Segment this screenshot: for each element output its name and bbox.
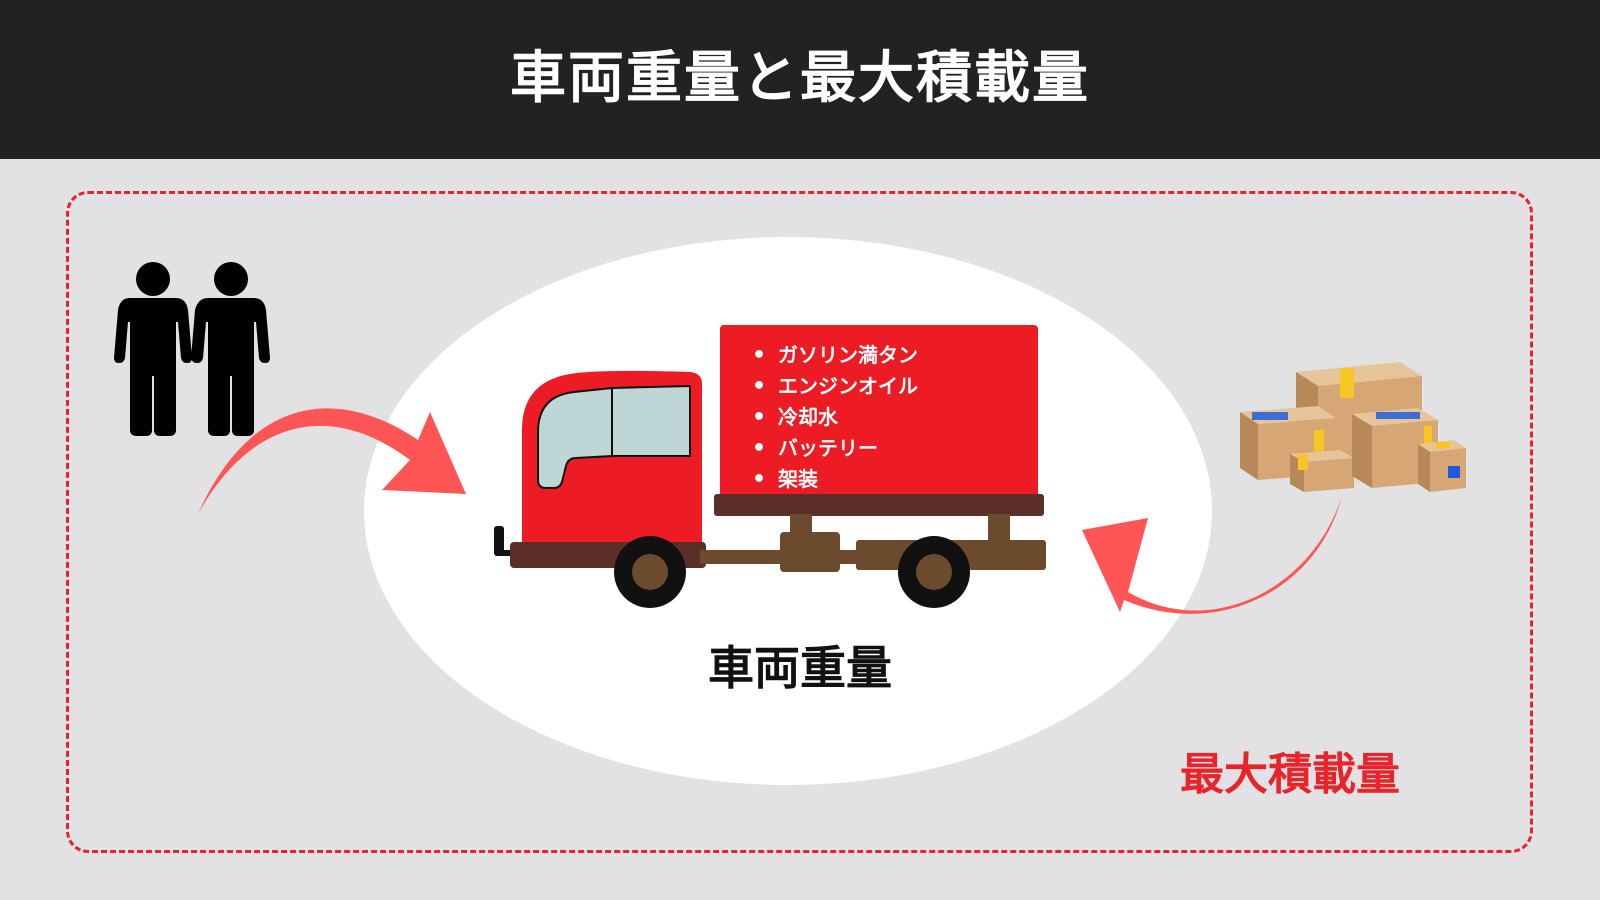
two-people-icon	[114, 262, 270, 436]
header-bar: 車両重量と最大積載量	[0, 0, 1600, 159]
cardboard-boxes-icon	[1240, 362, 1466, 492]
vehicle-weight-label: 車両重量	[708, 641, 892, 695]
max-payload-label: 最大積載量	[1180, 749, 1400, 800]
max-payload-boundary	[66, 191, 1533, 853]
cargo-item: 冷却水	[752, 402, 918, 433]
page-title: 車両重量と最大積載量	[510, 46, 1090, 111]
cargo-item: エンジンオイル	[752, 371, 918, 402]
truck-icon	[494, 325, 1046, 608]
cargo-item: 架装	[752, 464, 918, 495]
cargo-item: バッテリー	[752, 433, 918, 464]
cargo-item: ガソリン満タン	[752, 340, 918, 371]
cargo-list: ガソリン満タン エンジンオイル 冷却水 バッテリー 架装	[752, 340, 918, 495]
